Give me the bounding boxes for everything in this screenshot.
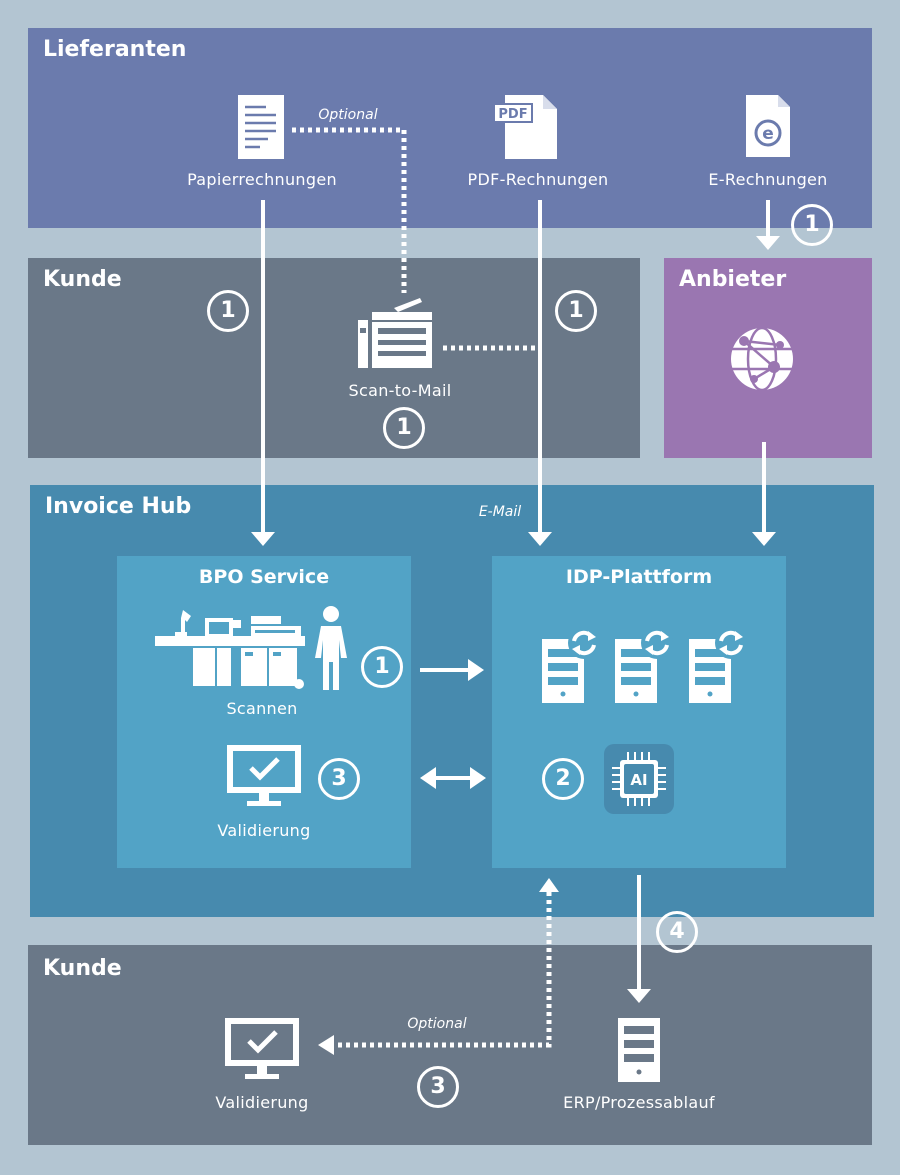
suppliers-panel [28,28,872,228]
network-globe-icon [731,327,793,391]
bpo-to-idp-arrow [468,659,484,681]
scanning-station-icon [155,606,347,690]
customer-bottom-title: Kunde [43,956,122,981]
validation-monitor-icon [227,745,301,806]
bpo-idp-double-arrow [420,767,486,789]
paper-invoices-label: Papierrechnungen [187,170,337,189]
step-1-paper: 1 [207,290,249,332]
step-1-pdf: 1 [555,290,597,332]
validate-customer-label: Validierung [215,1093,309,1112]
suppliers-title: Lieferanten [43,37,187,62]
optional-bottom-label: Optional [407,1016,467,1032]
pdf-invoices-label: PDF-Rechnungen [467,170,609,189]
email-label: E-Mail [478,504,522,520]
idp-platform-box [492,556,786,868]
ai-chip-icon: AI [604,744,674,814]
scanner-copier-icon [358,298,432,368]
server-sync-icon [542,627,600,703]
einvoices-label: E-Rechnungen [708,170,828,189]
erp-process-label: ERP/Prozessablauf [563,1093,715,1112]
validation-monitor-icon [225,1018,299,1079]
optional-top-label: Optional [318,107,378,123]
optional-paper-to-scanner-line [292,127,407,293]
paper-invoice-icon [238,95,284,159]
step-1-scan: 1 [361,646,403,688]
svg-text:PDF: PDF [498,107,527,122]
idp-platform-title: IDP-Plattform [565,566,713,588]
validate-hub-label: Validierung [217,821,311,840]
step-1-einvoice: 1 [791,204,833,246]
step-4-erp: 4 [656,911,698,953]
svg-text:e: e [762,124,774,144]
provider-title: Anbieter [679,267,787,292]
ai-chip-text: AI [630,771,647,789]
einvoice-icon: e [746,95,790,157]
server-sync-icon [615,627,673,703]
erp-server-icon [618,1018,660,1082]
step-2-ai: 2 [542,758,584,800]
scan-label: Scannen [226,699,298,718]
bpo-service-box [117,556,411,868]
pdf-file-icon: PDF [493,95,557,159]
step-3-optional: 3 [417,1066,459,1108]
scan-to-mail-label: Scan-to-Mail [348,381,452,400]
invoice-hub-title: Invoice Hub [45,494,192,519]
server-sync-icon [689,627,747,703]
optional-validation-line [336,892,552,1048]
customer-top-title: Kunde [43,267,122,292]
step-3-validate: 3 [318,758,360,800]
step-1-scan-to-mail: 1 [383,407,425,449]
bpo-service-title: BPO Service [198,566,330,588]
